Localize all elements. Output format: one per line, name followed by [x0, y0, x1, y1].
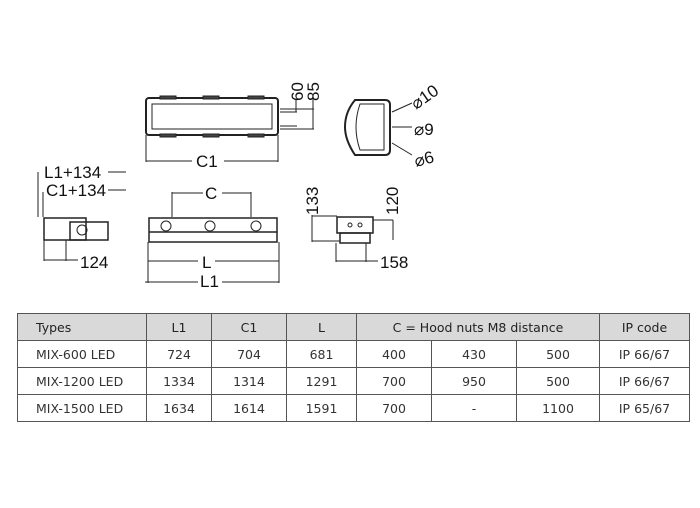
- cell-c1: 1314: [211, 367, 287, 395]
- dim-l1: L1: [200, 272, 219, 291]
- header-ip: IP code: [599, 313, 690, 341]
- cell-l: 1591: [286, 394, 357, 422]
- cell-l1: 1334: [146, 367, 212, 395]
- side-view: [37, 171, 126, 261]
- header-l: L: [286, 313, 357, 341]
- cell-l1: 1634: [146, 394, 212, 422]
- cell-ip: IP 65/67: [599, 394, 690, 422]
- end-side-view: [311, 215, 394, 262]
- header-c1: C1: [211, 313, 287, 341]
- cell-type: MIX-600 LED: [17, 340, 147, 368]
- cell-c-b: 950: [431, 367, 517, 395]
- cell-l: 681: [286, 340, 357, 368]
- header-l1: L1: [146, 313, 212, 341]
- front-view: [145, 192, 280, 283]
- cell-c-a: 700: [356, 394, 432, 422]
- end-view: [343, 99, 413, 156]
- dim-60: 60: [288, 82, 307, 101]
- cell-type: MIX-1500 LED: [17, 394, 147, 422]
- cell-c1: 1614: [211, 394, 287, 422]
- cell-l1: 724: [146, 340, 212, 368]
- cell-c-c: 1100: [516, 394, 600, 422]
- table-row: MIX-1200 LED 1334 1314 1291 700 950 500 …: [17, 367, 690, 395]
- cell-l: 1291: [286, 367, 357, 395]
- dim-l: L: [202, 253, 211, 272]
- technical-drawing: C1 60 85 ⌀10 ⌀9 ⌀6 L1+134 C1+134 124 C L…: [37, 81, 442, 291]
- dim-133: 133: [303, 187, 322, 215]
- dim-l1-134: L1+134: [44, 163, 101, 182]
- cell-c-a: 400: [356, 340, 432, 368]
- cell-ip: IP 66/67: [599, 340, 690, 368]
- cell-c-c: 500: [516, 367, 600, 395]
- dim-d9: ⌀9: [414, 120, 434, 139]
- cell-type: MIX-1200 LED: [17, 367, 147, 395]
- cell-c1: 704: [211, 340, 287, 368]
- dim-d6: ⌀6: [412, 147, 436, 170]
- dim-158: 158: [380, 253, 408, 272]
- header-c: C = Hood nuts M8 distance: [356, 313, 600, 341]
- table-header-row: Types L1 C1 L C = Hood nuts M8 distance …: [17, 313, 690, 341]
- cell-c-a: 700: [356, 367, 432, 395]
- table-row: MIX-1500 LED 1634 1614 1591 700 - 1100 I…: [17, 394, 690, 422]
- dim-d10: ⌀10: [407, 81, 442, 113]
- cell-c-b: -: [431, 394, 517, 422]
- dim-120: 120: [383, 187, 402, 215]
- dim-c1: C1: [196, 152, 218, 171]
- dim-c: C: [205, 184, 217, 203]
- header-types: Types: [17, 313, 147, 341]
- cell-c-b: 430: [431, 340, 517, 368]
- dim-85: 85: [304, 82, 323, 101]
- cell-ip: IP 66/67: [599, 367, 690, 395]
- table-row: MIX-600 LED 724 704 681 400 430 500 IP 6…: [17, 340, 690, 368]
- dim-c1-134: C1+134: [46, 181, 106, 200]
- dimensions-table: Types L1 C1 L C = Hood nuts M8 distance …: [17, 313, 690, 422]
- dim-124: 124: [80, 253, 108, 272]
- top-view: [145, 95, 314, 162]
- cell-c-c: 500: [516, 340, 600, 368]
